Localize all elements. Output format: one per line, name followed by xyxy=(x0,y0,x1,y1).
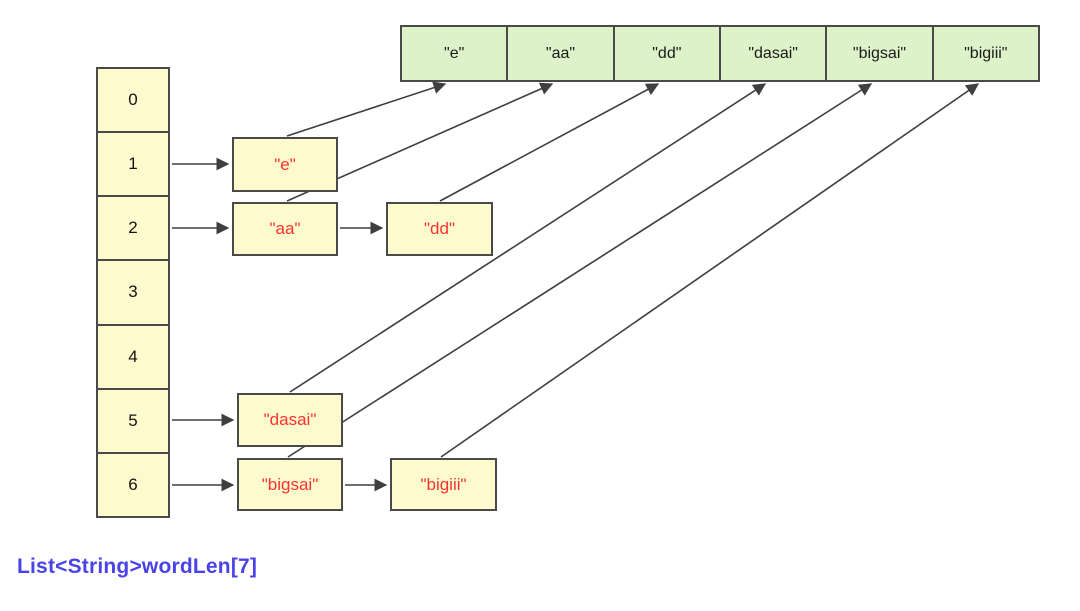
index-cell-3: 3 xyxy=(98,261,168,326)
node-bigiii: "bigiii" xyxy=(390,458,497,511)
diagram-caption: List<String>wordLen[7] xyxy=(17,555,258,578)
index-array: 0 1 2 3 4 5 6 xyxy=(96,67,170,518)
index-cell-2: 2 xyxy=(98,197,168,262)
arrow-node-dasai-to-word-cell-3 xyxy=(289,83,767,393)
node-e: "e" xyxy=(232,137,338,192)
arrow-node-dd-to-word-cell-2 xyxy=(439,83,660,202)
word-cell-bigsai: "bigsai" xyxy=(827,27,934,80)
arrow-node-bigiii-to-word-cell-5 xyxy=(440,83,980,458)
node-dasai: "dasai" xyxy=(237,393,343,447)
word-cell-dasai: "dasai" xyxy=(721,27,828,80)
index-cell-5: 5 xyxy=(98,390,168,454)
word-list-array: "e" "aa" "dd" "dasai" "bigsai" "bigiii" xyxy=(400,25,1040,82)
node-bigsai: "bigsai" xyxy=(237,458,343,511)
index-cell-6: 6 xyxy=(128,474,138,494)
index-cell-0: 0 xyxy=(98,69,168,134)
word-cell-bigiii: "bigiii" xyxy=(964,44,1008,62)
word-cell-dd: "dd" xyxy=(615,27,721,80)
node-dd: "dd" xyxy=(386,202,493,256)
index-cell-1: 1 xyxy=(98,133,168,198)
word-cell-aa: "aa" xyxy=(508,27,615,80)
arrow-node-e-to-word-cell-0 xyxy=(286,81,447,137)
word-cell-e: "e" xyxy=(402,27,509,80)
node-aa: "aa" xyxy=(232,202,338,256)
arrow-node-bigsai-to-word-cell-4 xyxy=(287,83,873,458)
index-cell-4: 4 xyxy=(98,326,168,390)
